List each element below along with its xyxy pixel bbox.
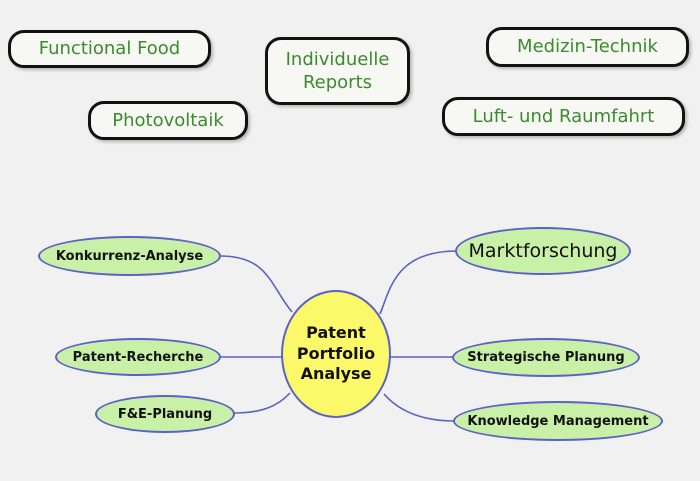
central-node-line3: Analyse (300, 364, 372, 384)
branch-patent-recherche-label: Patent-Recherche (72, 349, 204, 365)
central-node-line2: Portfolio (296, 343, 376, 363)
tag-medizin-technik-label: Medizin-Technik (517, 36, 658, 58)
branch-strategische-planung: Strategische Planung (452, 338, 640, 377)
central-node-patent-portfolio-analyse: Patent Portfolio Analyse (281, 290, 391, 418)
branch-knowledge-management: Knowledge Management (453, 401, 663, 441)
connector-fe-planung (233, 392, 291, 414)
branch-strategische-planung-label: Strategische Planung (467, 350, 625, 365)
branch-marktforschung: Marktforschung (455, 227, 631, 275)
tag-functional-food: Functional Food (8, 30, 211, 68)
branch-konkurrenz-analyse: Konkurrenz-Analyse (38, 236, 221, 276)
tag-luft-raumfahrt-label: Luft- und Raumfahrt (472, 105, 655, 127)
branch-patent-recherche: Patent-Recherche (55, 338, 221, 376)
tag-individuelle-reports-line2: Reports (302, 72, 373, 93)
tag-photovoltaik-label: Photovoltaik (112, 109, 224, 131)
tag-medizin-technik: Medizin-Technik (486, 27, 689, 67)
branch-marktforschung-label: Marktforschung (468, 240, 618, 262)
tag-individuelle-reports: Individuelle Reports (265, 37, 410, 105)
branch-konkurrenz-analyse-label: Konkurrenz-Analyse (55, 248, 204, 264)
branch-fe-planung: F&E-Planung (95, 395, 235, 433)
connector-marktforschung (379, 250, 458, 315)
tag-luft-raumfahrt: Luft- und Raumfahrt (442, 97, 685, 136)
connector-knowledge-management (383, 393, 456, 422)
branch-fe-planung-label: F&E-Planung (117, 406, 213, 422)
tag-photovoltaik: Photovoltaik (88, 101, 248, 140)
branch-knowledge-management-label: Knowledge Management (467, 413, 649, 429)
tag-individuelle-reports-line1: Individuelle (285, 48, 390, 70)
connector-konkurrenz (219, 255, 293, 313)
central-node-line1: Patent (306, 322, 366, 342)
tag-functional-food-label: Functional Food (38, 38, 181, 60)
